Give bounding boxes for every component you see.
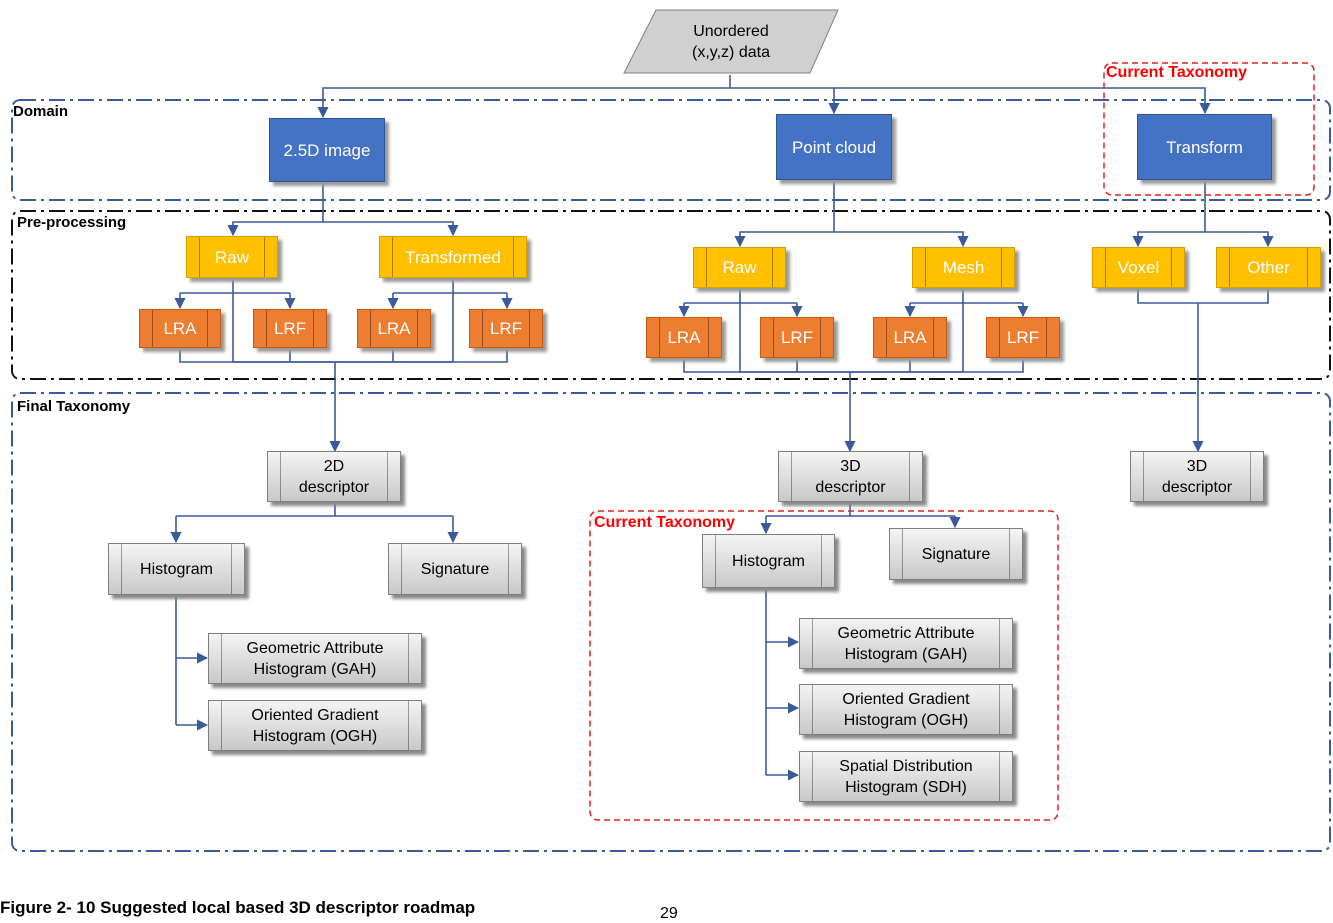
link-transform-other <box>1205 231 1274 248</box>
preprocessing-transformed-node: Transformed <box>379 236 527 278</box>
link-2d-descriptor-split <box>176 502 453 517</box>
input-data-shape <box>623 9 839 74</box>
link-transform-voxel <box>1132 231 1205 248</box>
descriptor-3d-transform-node: 3D descriptor <box>1130 451 1264 502</box>
link-input-2-5d <box>317 87 730 119</box>
ogh-3d-node: Oriented Gradient Histogram (OGH) <box>799 684 1013 735</box>
gah-2d-node: Geometric Attribute Histogram (GAH) <box>208 633 422 684</box>
link-pointcloud-raw <box>734 231 834 248</box>
page-number: 29 <box>660 905 678 922</box>
input-data-node: Unordered (x,y,z) data <box>692 23 770 61</box>
preprocessing-voxel-node: Voxel <box>1092 247 1185 288</box>
domain-point-cloud-node: Point cloud <box>776 114 892 180</box>
descriptor-3d-pointcloud-node: 3D descriptor <box>778 451 923 502</box>
link-mesh-refs <box>910 288 1023 304</box>
final-taxonomy-section-label: Final Taxonomy <box>17 398 131 415</box>
domain-transform-node: Transform <box>1137 114 1272 180</box>
domain-section-label: Domain <box>13 103 69 120</box>
current-taxonomy-frame-top <box>1103 62 1315 196</box>
preprocessing-section-frame <box>11 210 1331 380</box>
preprocessing-pc-raw-node: Raw <box>693 247 786 288</box>
link-raw-refs <box>180 278 290 294</box>
gah-3d-node: Geometric Attribute Histogram (GAH) <box>799 618 1013 669</box>
domain-section-frame <box>11 99 1331 201</box>
link-input-transform <box>834 87 1211 115</box>
link-refs-merge-left <box>179 348 508 363</box>
current-taxonomy-frame-bottom <box>589 510 1059 821</box>
link-pcraw-refs <box>684 288 797 304</box>
histogram-2d-node: Histogram <box>108 543 245 595</box>
reference-lra-node-4: LRA <box>873 317 947 358</box>
figure-caption: Figure 2- 10 Suggested local based 3D de… <box>0 898 476 917</box>
reference-lrf-node-1: LRF <box>253 309 327 348</box>
link-2-5d-raw <box>227 221 323 237</box>
signature-3d-node: Signature <box>889 528 1023 580</box>
ogh-2d-node: Oriented Gradient Histogram (OGH) <box>208 700 422 751</box>
link-pointcloud-mesh <box>834 231 969 248</box>
preprocessing-other-node: Other <box>1216 247 1321 288</box>
final-taxonomy-section-frame <box>11 392 1331 852</box>
domain-2-5d-image-node: 2.5D image <box>269 118 385 182</box>
link-refs-merge-right <box>683 358 1024 373</box>
reference-lra-node-1: LRA <box>139 309 221 348</box>
reference-lra-node-3: LRA <box>646 317 722 358</box>
link-3d-descriptor-split <box>766 502 955 517</box>
link-voxel-merge <box>1137 288 1269 304</box>
preprocessing-raw-node: Raw <box>186 236 278 278</box>
preprocessing-section-label: Pre-processing <box>17 214 127 231</box>
histogram-3d-node: Histogram <box>702 534 835 588</box>
current-taxonomy-label-bottom: Current Taxonomy <box>594 514 736 531</box>
signature-2d-node: Signature <box>388 543 522 595</box>
reference-lrf-node-4: LRF <box>986 317 1060 358</box>
reference-lrf-node-3: LRF <box>760 317 834 358</box>
preprocessing-mesh-node: Mesh <box>912 247 1015 288</box>
link-transformed-refs <box>393 278 507 294</box>
link-2-5d-transformed <box>323 221 459 237</box>
sdh-3d-node: Spatial Distribution Histogram (SDH) <box>799 751 1013 802</box>
reference-lrf-node-2: LRF <box>469 309 543 348</box>
current-taxonomy-label-top: Current Taxonomy <box>1106 64 1248 81</box>
descriptor-2d-node: 2D descriptor <box>267 451 401 502</box>
reference-lra-node-2: LRA <box>357 309 431 348</box>
